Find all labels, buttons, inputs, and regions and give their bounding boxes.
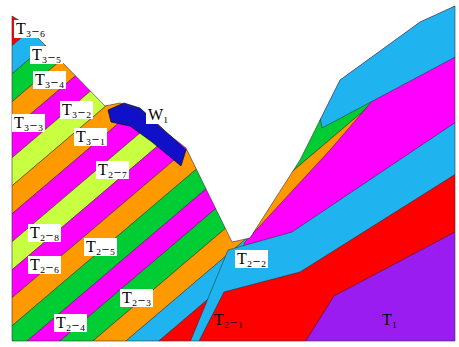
stratum-layer — [188, 120, 459, 347]
stratum-label: T₃₋₆ — [14, 20, 47, 38]
stratum-layer — [300, 0, 459, 128]
stratum-label: T₃₋₃ — [12, 114, 45, 132]
stratum-label: T₂₋₆ — [28, 256, 61, 274]
stratum-label: T₃₋₅ — [30, 46, 63, 64]
stratum-label: W₁ — [146, 106, 171, 124]
stratum-label: T₂₋₇ — [96, 161, 129, 179]
stratum-label: T₂₋₃ — [120, 289, 153, 307]
stratum-label: T₂₋₄ — [54, 314, 87, 332]
stratum-label: T₃₋₄ — [33, 71, 66, 89]
section-outline — [12, 6, 455, 341]
stratum-label: T₂₋₅ — [84, 238, 117, 256]
stratum-label: T₁ — [380, 311, 399, 329]
w1-body — [108, 103, 186, 166]
stratum-label: T₃₋₂ — [60, 101, 93, 119]
stratum-label: T₂₋₂ — [235, 250, 268, 268]
stratum-label: T₂₋₈ — [28, 224, 61, 242]
stratum-label: T₃₋₁ — [74, 128, 107, 146]
stratum-label: T₂₋₁ — [212, 311, 245, 329]
stratum-layer — [302, 230, 459, 347]
stratum-layer — [196, 172, 459, 347]
